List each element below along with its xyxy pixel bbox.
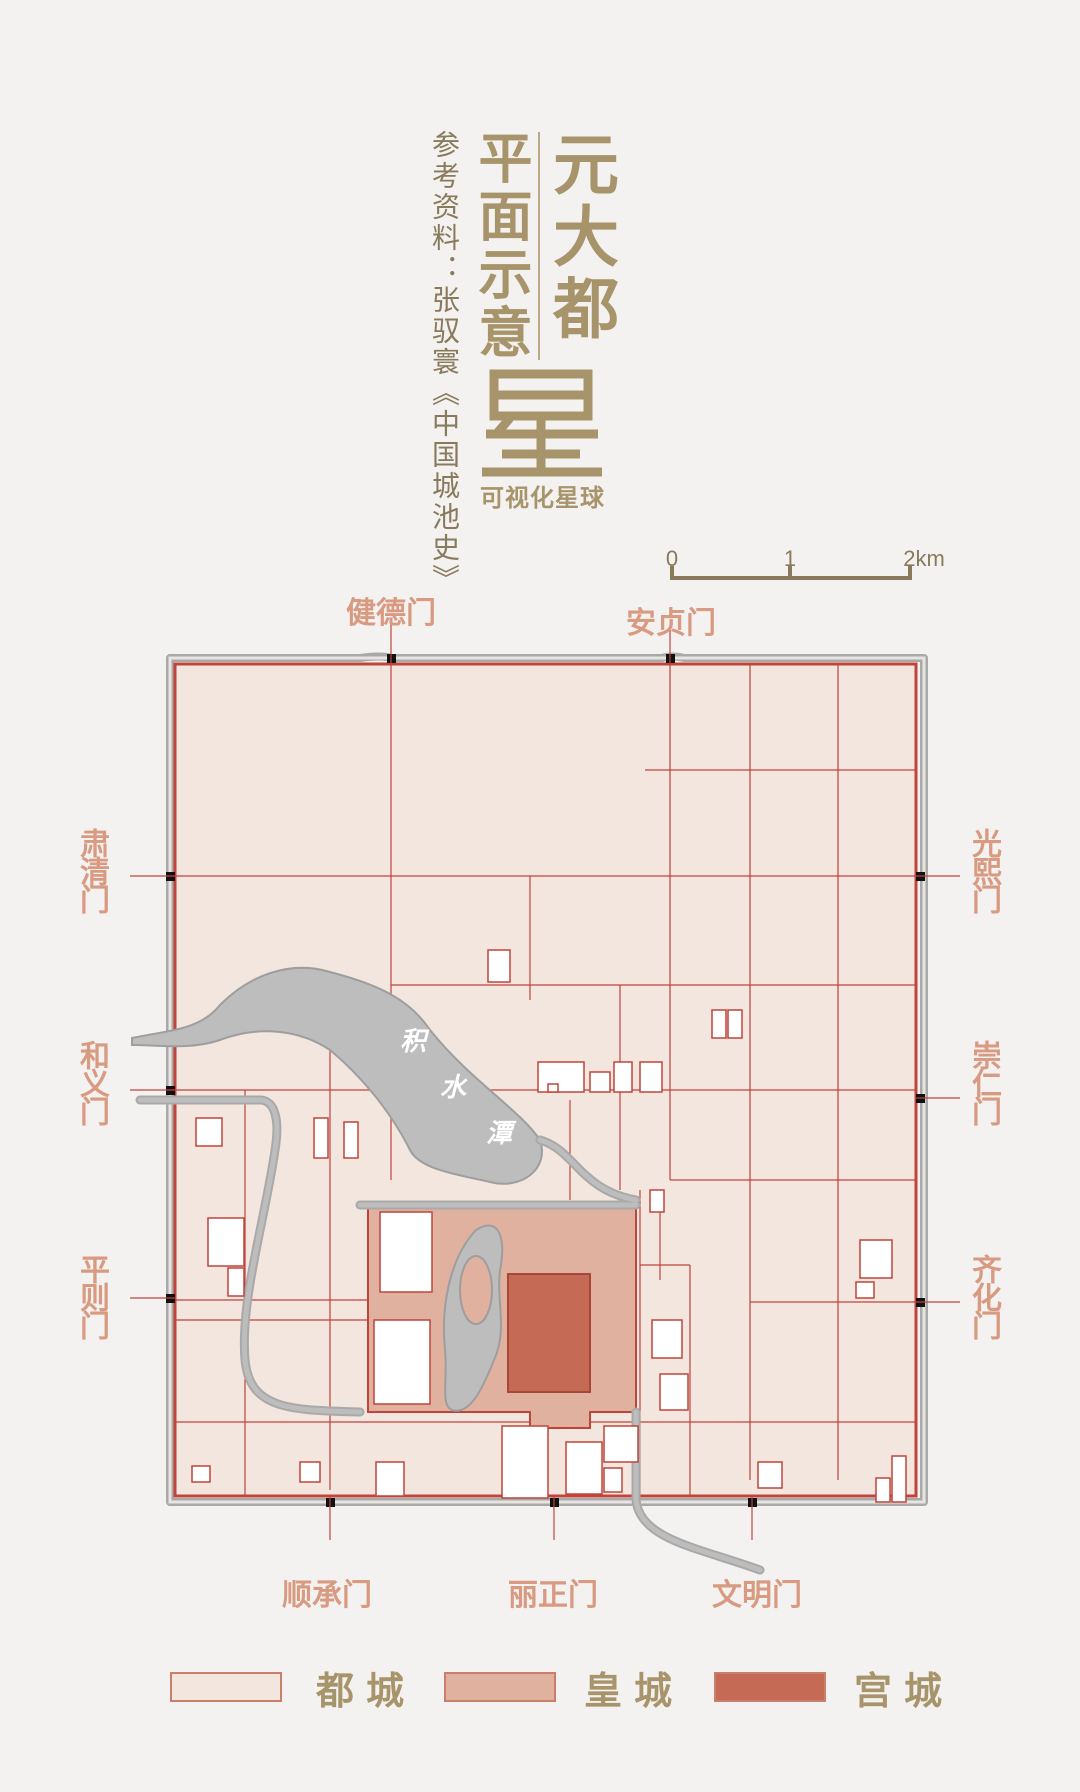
scale-label-0: 0: [666, 546, 678, 571]
lake-label-2: 水: [440, 1073, 468, 1103]
gate-anzhen: 安贞门: [626, 606, 716, 641]
map-title: 元大都: [542, 130, 620, 346]
gate-qihua: 齐化门: [966, 1254, 1001, 1338]
lake-label-1: 积: [400, 1027, 430, 1057]
logo-icon: [482, 369, 602, 477]
legend-label-palace: 宫城: [854, 1668, 955, 1713]
scale-label-1: 1: [784, 546, 796, 571]
gate-jiande: 健德门: [346, 596, 436, 631]
gate-shuncheng: 顺承门: [282, 1578, 372, 1613]
legend-swatch-imperial: [444, 1672, 556, 1702]
gate-pingze: 平则门: [74, 1254, 109, 1338]
map-subtitle: 平面示意: [469, 130, 533, 362]
gate-wenming: 文明门: [712, 1578, 802, 1613]
lake-label-3: 潭: [486, 1119, 517, 1149]
logo-subtitle: 可视化星球: [480, 484, 605, 512]
legend-swatch-capital: [170, 1672, 282, 1702]
canals-inner: [137, 1097, 763, 1573]
gate-heyi: 和义门: [74, 1040, 109, 1124]
title-divider: [538, 132, 540, 360]
gate-chongren: 崇仁门: [966, 1040, 1001, 1124]
gate-guangxi: 光熙门: [966, 828, 1001, 912]
scale-bar: [670, 566, 912, 580]
palace-city: [507, 1273, 591, 1393]
scale-label-2km: 2km: [903, 546, 945, 571]
legend-label-imperial: 皇城: [584, 1668, 685, 1713]
gate-suqing: 肃清门: [74, 828, 109, 912]
gate-lizheng: 丽正门: [508, 1578, 598, 1613]
legend-label-capital: 都城: [316, 1668, 417, 1713]
buildings: [191, 949, 907, 1503]
legend-swatch-palace: [714, 1672, 826, 1702]
reference-note: 参考资料：张驭寰《中国城池史》: [428, 130, 461, 595]
